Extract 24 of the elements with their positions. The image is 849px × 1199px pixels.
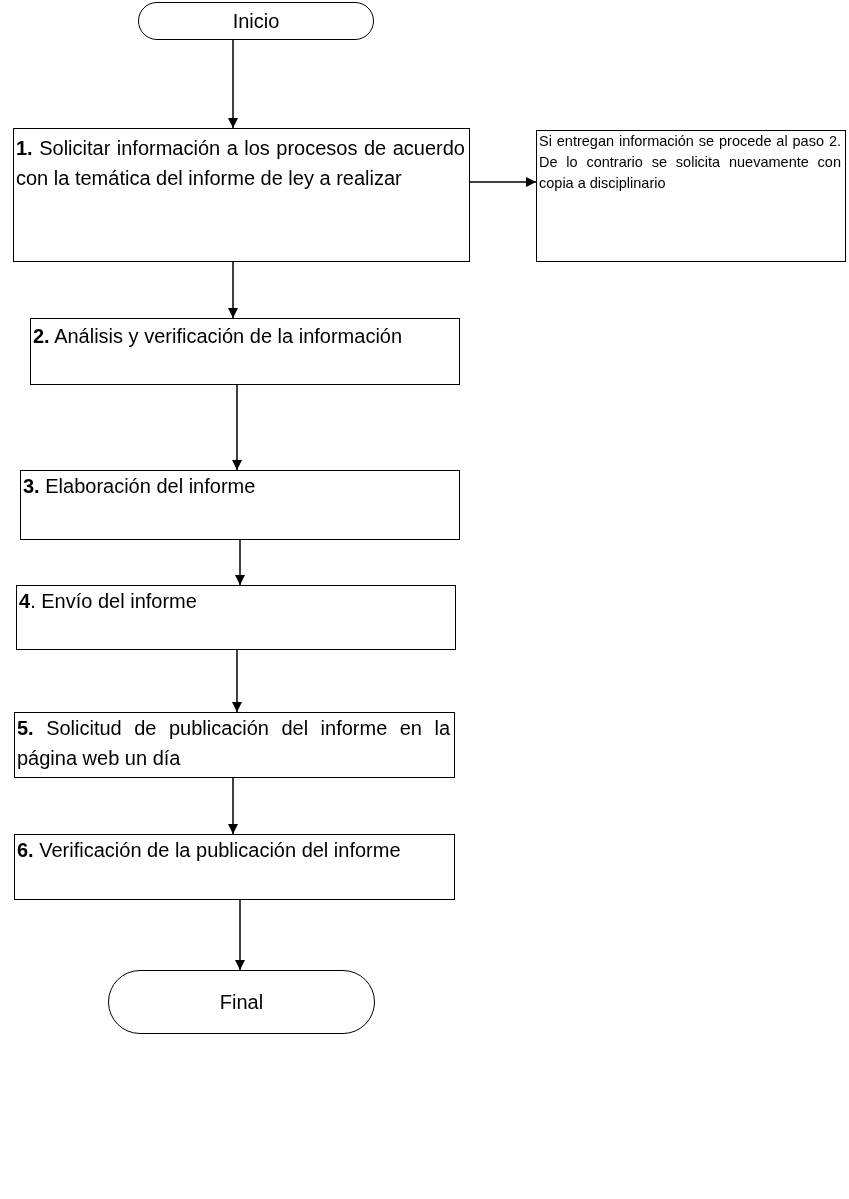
arrow xyxy=(227,777,239,835)
step-text: 5. Solicitud de publicación del informe en la página web un día xyxy=(16,716,451,771)
process-box xyxy=(20,470,460,540)
process-box xyxy=(30,318,460,385)
arrow xyxy=(234,899,246,971)
arrow xyxy=(231,384,243,471)
step-text: Inicio xyxy=(232,9,280,34)
step-text: 2. Análisis y verificación de la información xyxy=(32,324,404,349)
process-box xyxy=(16,585,456,650)
note-box xyxy=(536,130,846,262)
arrow xyxy=(234,539,246,586)
arrow xyxy=(469,176,537,188)
step-text: 6. Verificación de la publicación del informe xyxy=(16,838,402,863)
step-text: 3. Elaboración del informe xyxy=(22,474,257,499)
arrow xyxy=(227,261,239,319)
step-text: Final xyxy=(219,990,264,1015)
step-text: 1. Solicitar información a los procesos de acuerdo con la temática del informe de ley a realizar xyxy=(15,136,466,191)
process-box xyxy=(14,712,455,778)
arrow xyxy=(231,649,243,713)
step-text: Si entregan información se procede al paso 2. De lo contrario se solicita nuevamente con copia a disciplinario xyxy=(538,132,842,193)
arrow xyxy=(227,39,239,129)
step-text: 4. Envío del informe xyxy=(18,589,198,614)
process-box xyxy=(13,128,470,262)
process-box xyxy=(14,834,455,900)
